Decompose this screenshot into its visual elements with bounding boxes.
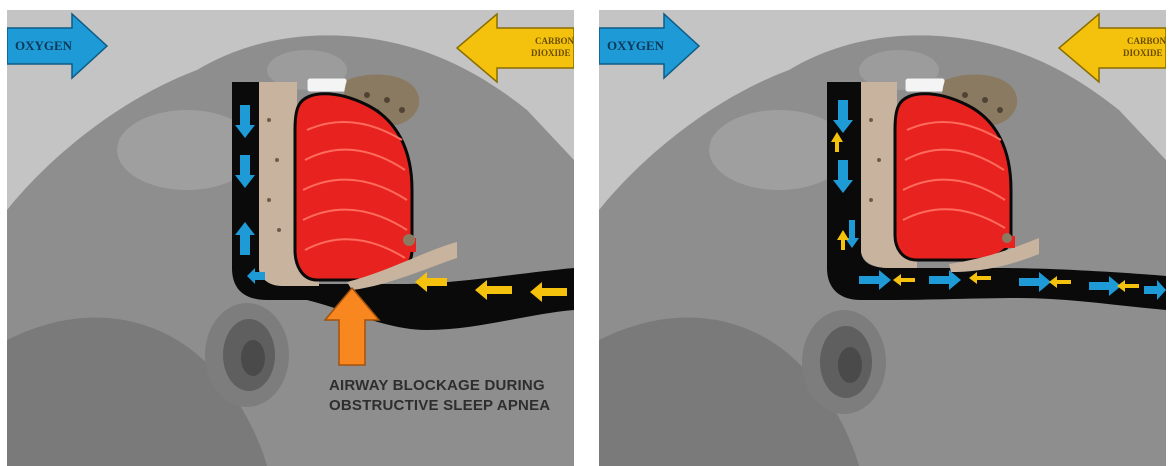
carbon-label-line2: DIOXIDE bbox=[531, 48, 571, 58]
carbon-label-line1: CARBON bbox=[1127, 36, 1166, 46]
caption-line1: AIRWAY BLOCKAGE DURING bbox=[329, 376, 550, 396]
oxygen-label: OXYGEN bbox=[607, 38, 665, 53]
caption-line2: OBSTRUCTIVE SLEEP APNEA bbox=[329, 396, 550, 416]
blockage-caption: AIRWAY BLOCKAGE DURING OBSTRUCTIVE SLEEP… bbox=[329, 376, 550, 416]
carbon-label-line2: DIOXIDE bbox=[1123, 48, 1163, 58]
diagram-panel-blocked: OXYGEN CARBON DIOXIDE AIRWAY BLOCKAGE DU… bbox=[7, 10, 574, 466]
ear-shape bbox=[802, 310, 886, 414]
ear-shape bbox=[205, 303, 289, 407]
open-airway-illustration: OXYGEN CARBON DIOXIDE bbox=[599, 10, 1166, 466]
oxygen-label: OXYGEN bbox=[15, 38, 73, 53]
carbon-label-line1: CARBON bbox=[535, 36, 574, 46]
diagram-panel-open: OXYGEN CARBON DIOXIDE bbox=[599, 10, 1166, 466]
